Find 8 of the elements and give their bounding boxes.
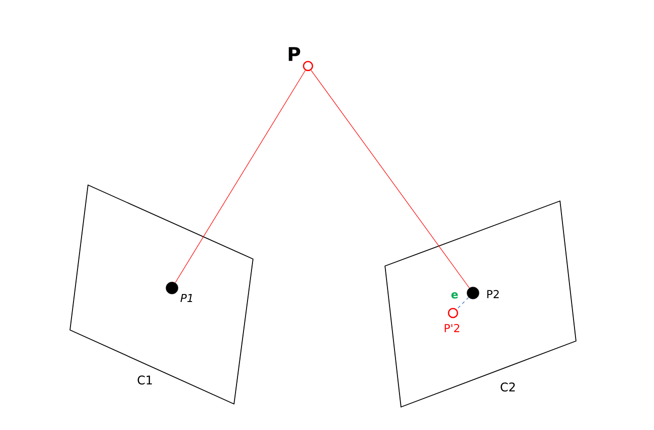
edge-label: e [450,291,460,300]
point-label: P [288,47,300,61]
point-label: P1 [180,294,192,302]
connector-line [174,70,306,284]
point-label: P'2 [444,324,460,332]
connector-line [310,70,470,288]
point-label: P2 [487,290,499,298]
connector-line [456,297,469,310]
